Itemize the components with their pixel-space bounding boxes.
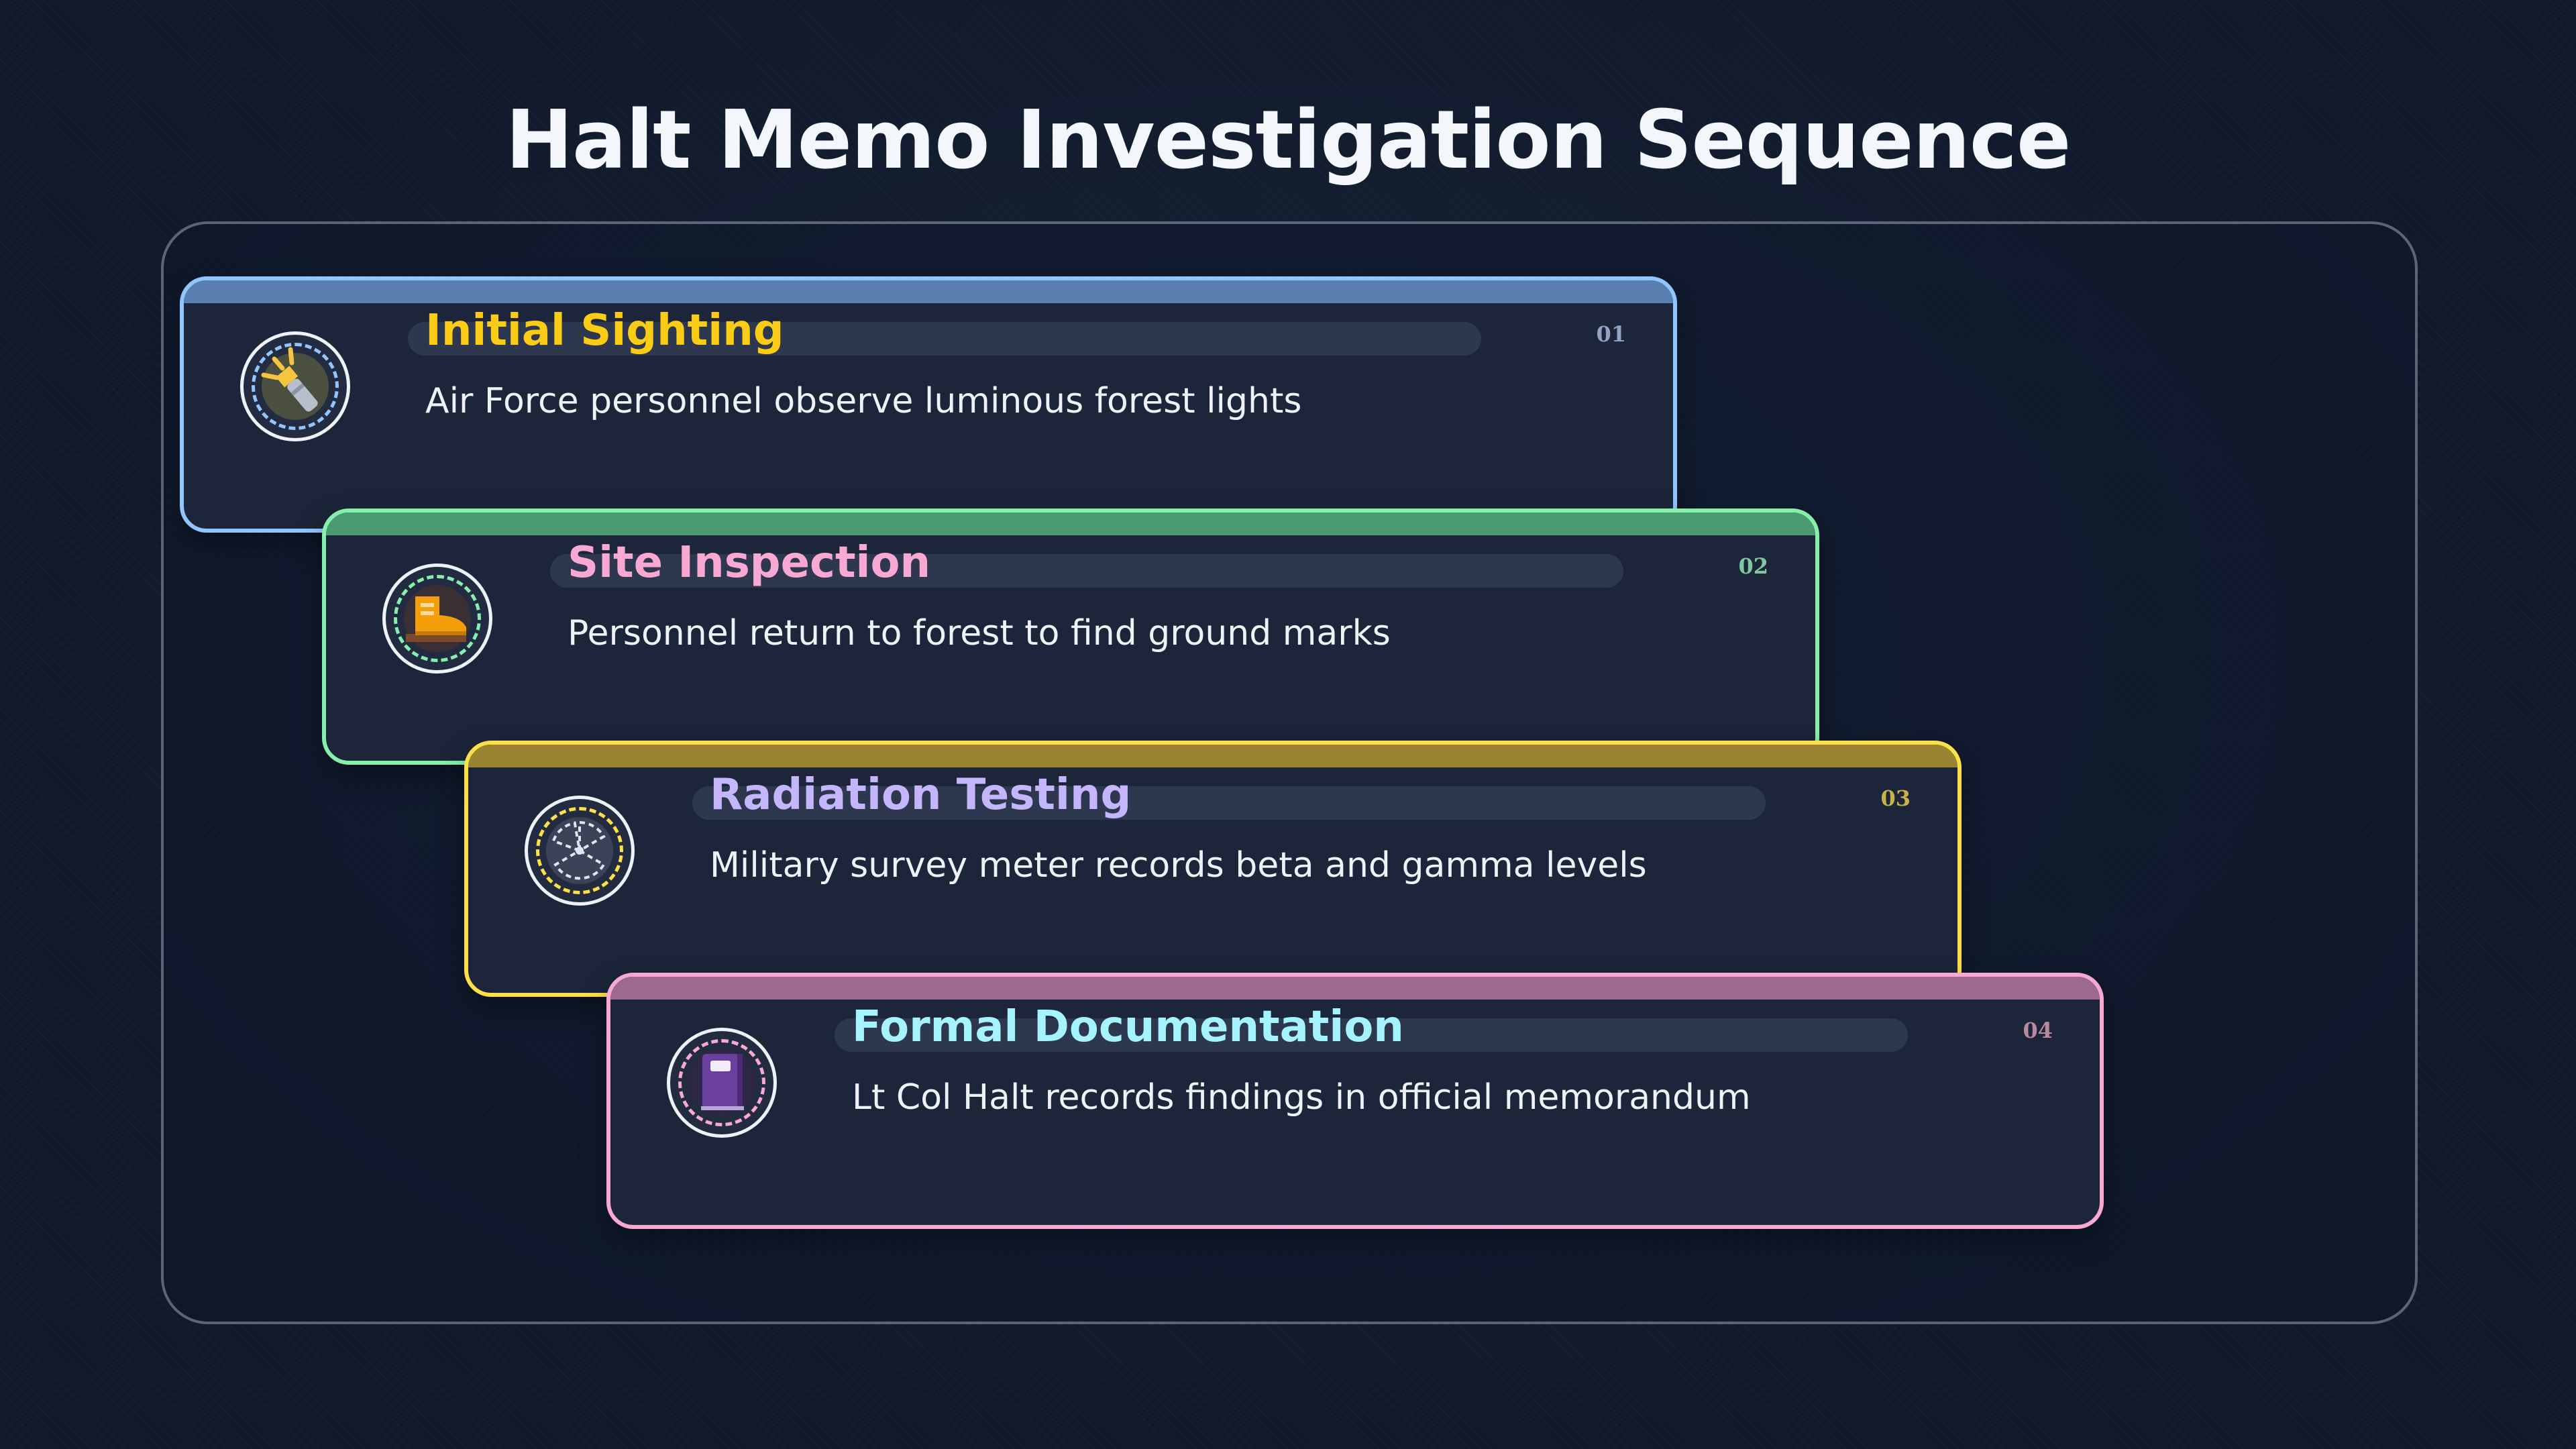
title-track: [408, 322, 1481, 356]
title-track: [550, 554, 1623, 588]
notebook-icon: [688, 1049, 755, 1116]
card-header-band: [184, 280, 1673, 303]
step-description: Air Force personnel observe luminous for…: [425, 381, 1302, 421]
step-title: Formal Documentation: [852, 1002, 1404, 1052]
dashed-ring: [678, 1039, 765, 1126]
step-icon-badge: [525, 796, 635, 906]
boot-icon: [404, 585, 471, 652]
radiation-icon: [546, 817, 613, 884]
step-title: Site Inspection: [568, 538, 930, 588]
step-description: Personnel return to forest to find groun…: [568, 613, 1391, 653]
card-header-band: [326, 513, 1815, 535]
dashed-ring: [536, 807, 623, 894]
card-header-band: [610, 977, 2100, 1000]
card-header-band: [468, 745, 1957, 767]
title-track: [692, 786, 1766, 820]
step-title: Radiation Testing: [710, 770, 1132, 820]
step-description: Military survey meter records beta and g…: [710, 845, 1647, 885]
step-description: Lt Col Halt records findings in official…: [852, 1077, 1751, 1118]
step-number: 04: [2023, 1018, 2053, 1043]
step-card-3: Radiation Testing Military survey meter …: [464, 741, 1962, 997]
step-card-4: Formal Documentation Lt Col Halt records…: [606, 973, 2104, 1229]
step-icon-badge: [382, 564, 492, 674]
step-number: 01: [1596, 321, 1626, 347]
step-card-2: Site Inspection Personnel return to fore…: [322, 508, 1819, 765]
dashed-ring: [394, 575, 481, 662]
step-card-1: Initial Sighting Air Force personnel obs…: [180, 276, 1677, 533]
step-title: Initial Sighting: [425, 306, 784, 356]
step-icon-badge: [667, 1028, 777, 1138]
step-number: 02: [1738, 553, 1768, 579]
dashed-ring: [252, 343, 339, 430]
page-title: Halt Memo Investigation Sequence: [505, 94, 2072, 187]
title-track: [835, 1018, 1908, 1052]
step-icon-badge: [240, 331, 350, 441]
flashlight-icon: [261, 347, 329, 420]
step-number: 03: [1880, 786, 1911, 811]
